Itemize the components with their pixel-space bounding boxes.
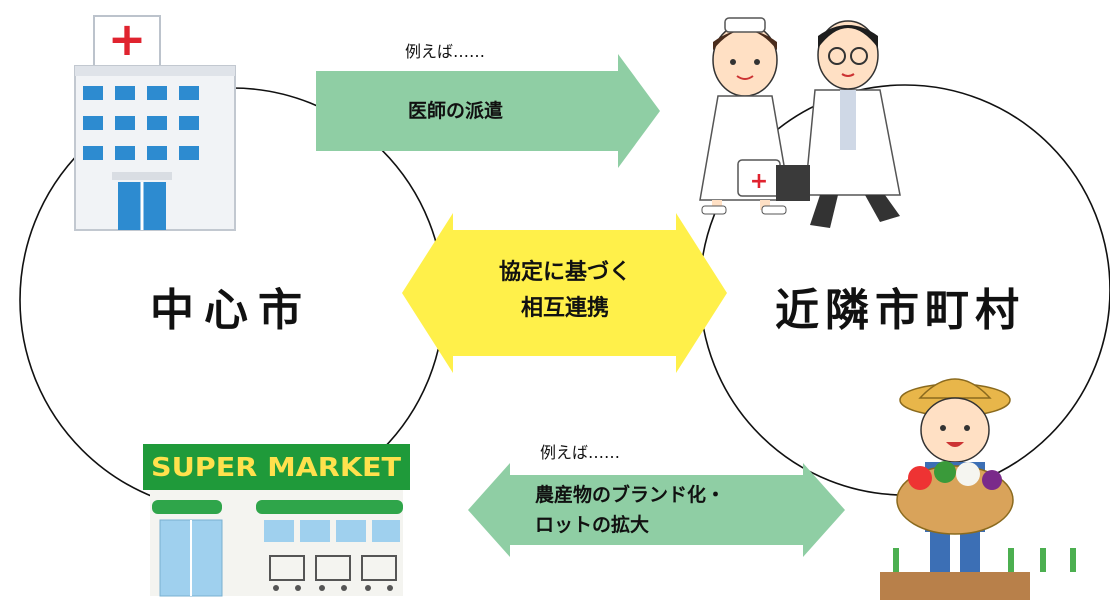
top-arrow-label: 医師の派遣 xyxy=(408,100,504,122)
center-arrow-label: 協定に基づく 相互連携 xyxy=(455,255,675,327)
bag-cross: + xyxy=(750,169,768,194)
shopping-carts xyxy=(269,555,397,581)
bottom-green-double-arrow xyxy=(468,463,845,557)
hospital-illustration xyxy=(74,15,236,231)
doctor-nurse-illustration: + xyxy=(699,17,901,228)
bottom-arrow-line2: ロットの拡大 xyxy=(535,514,650,536)
right-circle-label: 近隣市町村 xyxy=(775,285,1025,336)
supermarket-sign-text: SUPER MARKET xyxy=(151,453,401,483)
store-windows xyxy=(264,520,400,542)
awning xyxy=(152,500,403,514)
supermarket-illustration: SUPER MARKET xyxy=(143,444,410,597)
center-arrow-line2: 相互連携 xyxy=(520,296,609,321)
center-double-arrow xyxy=(402,213,727,373)
bottom-example-label: 例えば…… xyxy=(540,443,621,462)
farmer-illustration xyxy=(880,378,1076,600)
top-example-label: 例えば…… xyxy=(405,42,486,61)
bottom-arrow-line1: 農産物のブランド化・ xyxy=(535,484,726,506)
hospital-cross-icon: + xyxy=(107,12,147,66)
hospital-windows xyxy=(83,86,199,160)
left-circle-label: 中心市 xyxy=(150,285,312,336)
bottom-arrow-label: 農産物のブランド化・ ロットの拡大 xyxy=(535,480,725,540)
center-arrow-line1: 協定に基づく xyxy=(498,260,631,285)
top-green-arrow xyxy=(316,54,660,168)
